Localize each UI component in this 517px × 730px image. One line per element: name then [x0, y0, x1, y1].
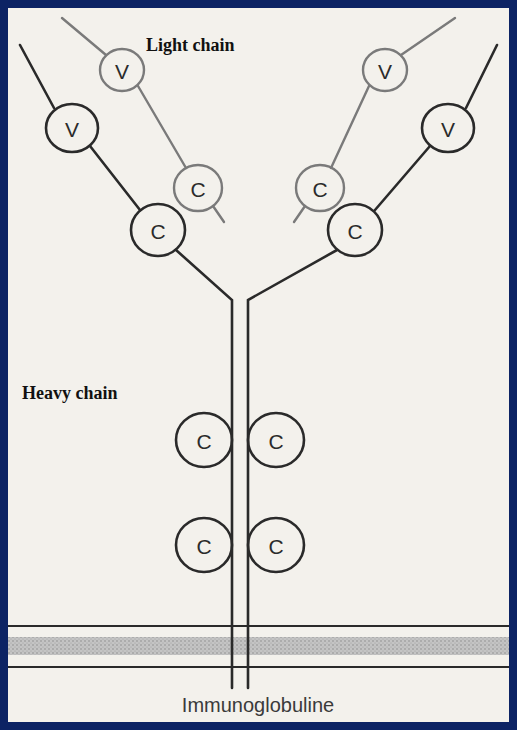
constant-domain: [131, 204, 185, 256]
variable-domain: [100, 49, 144, 91]
domain-letter: C: [150, 221, 165, 242]
heavy-chain-line: [248, 45, 497, 688]
figure-caption: Immunoglobuline: [182, 694, 334, 716]
domain-letter: C: [190, 179, 205, 200]
domain-letter: V: [441, 119, 455, 140]
domain-letter: V: [378, 61, 392, 82]
variable-domain: [422, 104, 474, 152]
constant-domain: [248, 518, 304, 572]
variable-domain: [46, 104, 98, 152]
domain-letter: V: [115, 61, 129, 82]
light-chains: [62, 18, 455, 222]
constant-domain: [176, 518, 232, 572]
domain-letter: C: [196, 431, 211, 452]
constant-domain: [328, 204, 382, 256]
variable-domain: [363, 49, 407, 91]
constant-domain: [296, 165, 344, 211]
paper-ground: [8, 8, 509, 722]
light-chain-line: [294, 18, 455, 222]
domain-letter: C: [347, 221, 362, 242]
heavy-chain-line: [20, 45, 232, 688]
membrane: [8, 626, 509, 667]
domain-letter: C: [268, 536, 283, 557]
constant-domain: [176, 413, 232, 467]
membrane-line: [8, 666, 509, 668]
constant-domain: [174, 165, 222, 211]
membrane-band: [8, 637, 509, 655]
domain-letter: V: [65, 119, 79, 140]
domain-letter: C: [196, 536, 211, 557]
domain-letter: C: [268, 431, 283, 452]
domain-letter: C: [312, 179, 327, 200]
membrane-line: [8, 625, 509, 627]
heavy-chains: [20, 45, 497, 688]
chain-label: Heavy chain: [22, 384, 118, 404]
chain-label: Light chain: [146, 36, 235, 56]
constant-domain: [248, 413, 304, 467]
